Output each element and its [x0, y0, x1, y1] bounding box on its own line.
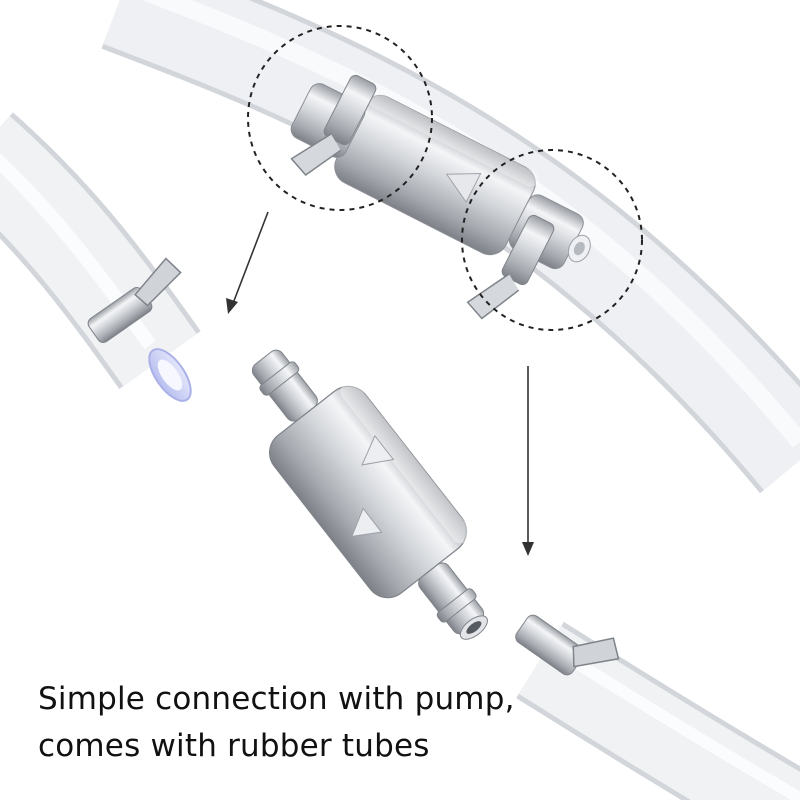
hose-clamp	[290, 74, 377, 176]
zoom-callout-circle	[461, 149, 643, 331]
caption-line-2: comes with rubber tubes	[38, 728, 430, 764]
inline-check-valve	[251, 349, 488, 640]
flow-direction-arrow-mark	[361, 434, 395, 466]
flow-direction-arrow-mark	[445, 173, 482, 204]
callout-arrow-icon	[522, 366, 534, 556]
tube-segment-left	[0, 112, 201, 402]
hose-clamp	[87, 257, 182, 343]
caption-text: Simple connection with pump, comes with …	[38, 676, 778, 770]
caption-line-1: Simple connection with pump,	[38, 681, 515, 717]
hose-clamp	[515, 614, 620, 676]
hose-clamp	[466, 214, 555, 320]
zoom-callout-circle	[247, 25, 433, 211]
callout-arrow-icon	[226, 211, 269, 314]
flow-direction-arrow-mark	[351, 507, 383, 537]
